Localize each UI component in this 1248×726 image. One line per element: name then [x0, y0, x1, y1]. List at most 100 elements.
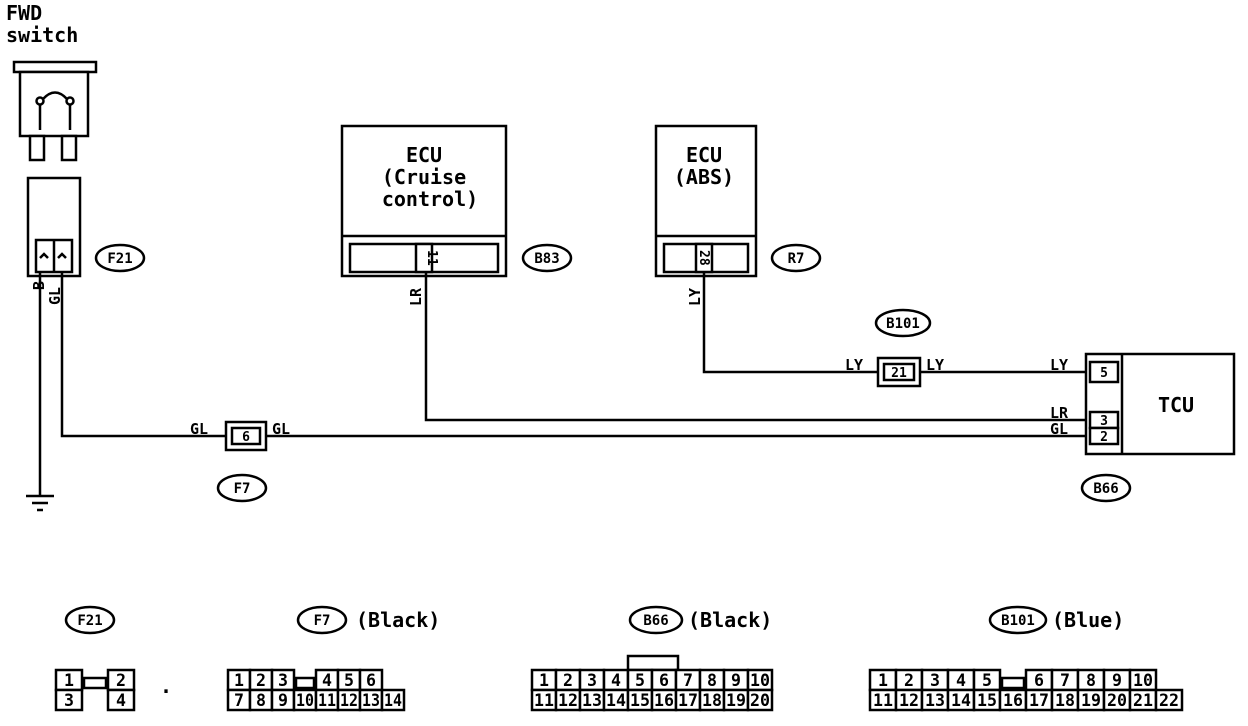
legend-b66-color: (Black): [688, 608, 772, 632]
legend-f7-latch: [294, 676, 316, 690]
f21-tag: F21: [94, 243, 146, 273]
legend-b101-pin-7: 7: [1060, 671, 1070, 691]
legend-b101-name: B101: [1001, 613, 1035, 629]
legend-f7-cell: [380, 688, 406, 712]
legend-b66-pin-5: 5: [635, 671, 645, 691]
legend-b101-pin-15: 15: [977, 691, 997, 711]
fwd-switch-title-line1: FWD: [6, 1, 42, 25]
tcu-pin-box-5: [1088, 360, 1120, 384]
tcu-wire-label-lr: LR: [1050, 404, 1069, 422]
f7-oval: [216, 473, 268, 503]
legend-f7-pin-13: 13: [362, 691, 380, 711]
legend-f21-pin-1: 1: [64, 671, 74, 691]
wire-lr: [424, 272, 1086, 422]
f7-connector-pin-box: [230, 426, 262, 446]
legend-b66-pin-14: 14: [606, 691, 626, 711]
legend-f7-pin-1: 1: [234, 671, 244, 691]
legend-f7-name: F7: [314, 613, 331, 629]
f21-oval: [94, 243, 146, 273]
legend-f7-oval: [296, 605, 348, 635]
wire-ly-abs: [702, 272, 878, 374]
legend-b101-pin-22: 22: [1159, 691, 1179, 711]
b83-tag-label: B83: [534, 251, 559, 267]
legend-f21-cell: [106, 688, 136, 712]
legend-f7-pin-2: 2: [256, 671, 266, 691]
legend-b101-pin-1: 1: [878, 671, 888, 691]
ecu-abs-pin-number: 28: [696, 250, 711, 266]
legend-b101-pin-9: 9: [1112, 671, 1122, 691]
ecu-abs-line2: (ABS): [674, 165, 734, 189]
tcu-module: LY LR GL 5 3 2 TCU B66: [1050, 352, 1236, 503]
legend-b66-pin-3: 3: [587, 671, 597, 691]
legend-b101-pin-21: 21: [1133, 691, 1153, 711]
r7-tag-label: R7: [788, 251, 805, 267]
legend-b101-pin-19: 19: [1081, 691, 1101, 711]
legend-b101-pin-6: 6: [1034, 671, 1044, 691]
b101-wire-label-left: LY: [845, 356, 863, 374]
legend-b66-oval: [628, 605, 684, 635]
legend-f7-pin-8: 8: [256, 691, 266, 711]
legend-b66-pin-20: 20: [750, 691, 770, 711]
ecu-cruise-pin-box: [414, 242, 434, 274]
legend-f7-color: (Black): [356, 608, 440, 632]
legend-f7-pin-12: 12: [340, 691, 358, 711]
legend-b66-pin-16: 16: [654, 691, 674, 711]
legend-f7-pin-6: 6: [366, 671, 376, 691]
legend-b101-pin-17: 17: [1029, 691, 1049, 711]
legend-b66-pin-10: 10: [750, 671, 770, 691]
legend-b101-pin-4: 4: [956, 671, 966, 691]
legend-b66-pin-7: 7: [683, 671, 693, 691]
switch-terminal-left: [28, 134, 46, 162]
b101-oval: [874, 308, 932, 338]
legend-b66-pin-8: 8: [707, 671, 717, 691]
legend-f21-pin-4: 4: [116, 691, 126, 711]
tcu-pin-box-2: [1088, 426, 1120, 446]
ecu-cruise-control: ECU (Cruise control) 11 B83: [340, 124, 573, 278]
legend-dot: .: [160, 674, 172, 698]
wire-gl-switch: [60, 272, 226, 438]
legend-b66-latch: [626, 654, 680, 672]
legend-b101-latch: [1000, 676, 1026, 690]
legend-b66-pin-1: 1: [539, 671, 549, 691]
switch-contact-left: [35, 96, 45, 106]
ecu-cruise-pin-number: 11: [424, 250, 439, 266]
ecu-cruise-line3: control): [382, 187, 478, 211]
legend-b101-pin-14: 14: [951, 691, 971, 711]
legend-b101-oval: [988, 605, 1048, 635]
legend-b101-pin-11: 11: [873, 691, 893, 711]
f21-pin-marks: [39, 252, 67, 259]
fwd-switch-cap: [12, 60, 98, 74]
legend-f7-pin-7: 7: [234, 691, 244, 711]
legend-b66-pin-11: 11: [534, 691, 554, 711]
legend-b101-pin-12: 12: [899, 691, 919, 711]
legend-b66-pin-12: 12: [558, 691, 578, 711]
tcu-pin-3: 3: [1100, 414, 1108, 429]
legend-f7-pin-11: 11: [318, 691, 336, 711]
legend-b66-pin-15: 15: [630, 691, 650, 711]
legend-b101-pin-8: 8: [1086, 671, 1096, 691]
legend-f7-pin-9: 9: [278, 691, 288, 711]
legend-f7-pin-14: 14: [384, 691, 402, 711]
switch-terminal-right: [60, 134, 78, 162]
legend-f7-pin-3: 3: [278, 671, 288, 691]
legend-b66-pin-4: 4: [611, 671, 621, 691]
legend-b101-pin-20: 20: [1107, 691, 1127, 711]
legend-b101-color: (Blue): [1052, 608, 1124, 632]
legend-b66-pin-13: 13: [582, 691, 602, 711]
legend-b66-pin-18: 18: [702, 691, 722, 711]
f7-wire-label-left: GL: [190, 420, 208, 438]
ecu-abs: ECU (ABS) 28 R7: [654, 124, 822, 278]
f7-pin-number: 6: [242, 430, 250, 445]
switch-arm: [42, 91, 68, 100]
legend-f21-pin-3: 3: [64, 691, 74, 711]
ground-icon: [26, 494, 54, 512]
switch-leads: [38, 105, 72, 130]
f7-wire-label-right: GL: [272, 420, 290, 438]
legend-b66-pin-19: 19: [726, 691, 746, 711]
switch-contact-right: [65, 96, 75, 106]
